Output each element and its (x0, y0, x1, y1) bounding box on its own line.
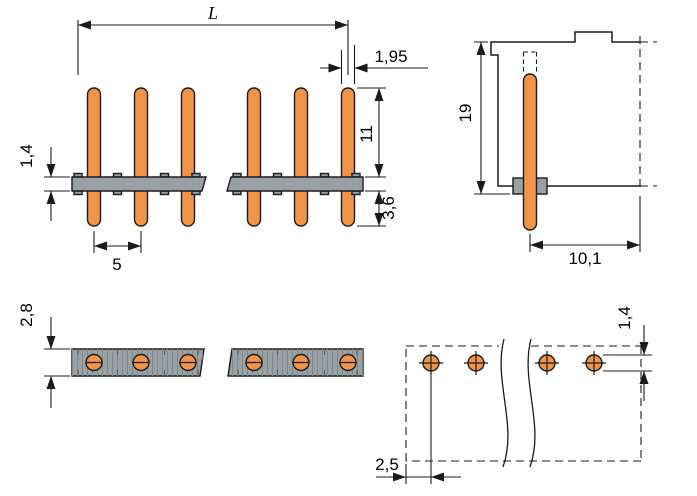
dimension-pitch: 5 (93, 231, 142, 274)
dim-label-pitch: 5 (112, 255, 121, 274)
front-view: L 1,95 11 3,6 1,4 (17, 3, 428, 274)
pin-group (86, 87, 356, 227)
pin (293, 87, 309, 227)
side-view: 19 10,1 (456, 31, 657, 268)
drill-hole-group (422, 354, 603, 372)
hidden-pin-lines (522, 51, 538, 73)
strip-segment (226, 176, 364, 192)
pin (246, 87, 262, 227)
dim-label-10-1: 10,1 (568, 249, 601, 268)
dimension-strip-thickness: 1,4 (17, 144, 70, 221)
dimension-total-height: 19 (456, 41, 510, 195)
housing-break-lines (639, 36, 657, 192)
dim-label-hole-diameter: 1,4 (615, 306, 634, 330)
dimension-overall-length: L (77, 3, 349, 75)
strip-edge-notches (77, 349, 358, 376)
dim-label-11: 11 (357, 125, 376, 143)
dim-label-2-8: 2,8 (17, 303, 36, 327)
dim-label-3-6: 3,6 (379, 196, 398, 220)
pin (86, 87, 102, 227)
drill-hole-crosshairs (419, 351, 606, 375)
dimension-height-above-strip: 11 (357, 87, 386, 178)
pin (180, 87, 196, 227)
dimension-pin-width: 1,95 (320, 45, 428, 84)
dim-label-strip-thickness: 1,4 (17, 144, 36, 168)
pcb-outline (405, 345, 642, 462)
strip-segment (71, 176, 207, 192)
pin-side (522, 73, 538, 231)
dimension-length-below-strip: 3,6 (357, 190, 398, 227)
pin (133, 87, 149, 227)
dimension-edge-to-hole: 2,5 (375, 374, 461, 484)
dimension-hole-diameter: 1,4 (603, 306, 652, 401)
carrier-strip-front (71, 172, 364, 196)
pin (340, 87, 356, 227)
dim-label-2-5: 2,5 (375, 455, 399, 474)
dim-label-19: 19 (456, 104, 475, 123)
pcb-break-lines (500, 338, 536, 468)
housing-outline (490, 31, 641, 187)
dim-label-L: L (207, 3, 218, 23)
strip-top-view: 2,8 (17, 303, 364, 408)
pcb-layout-view: 1,4 2,5 (375, 306, 652, 484)
dim-label-pin-width: 1,95 (374, 47, 407, 66)
dimension-strip-width: 2,8 (17, 303, 70, 408)
dimension-depth: 10,1 (529, 196, 641, 268)
